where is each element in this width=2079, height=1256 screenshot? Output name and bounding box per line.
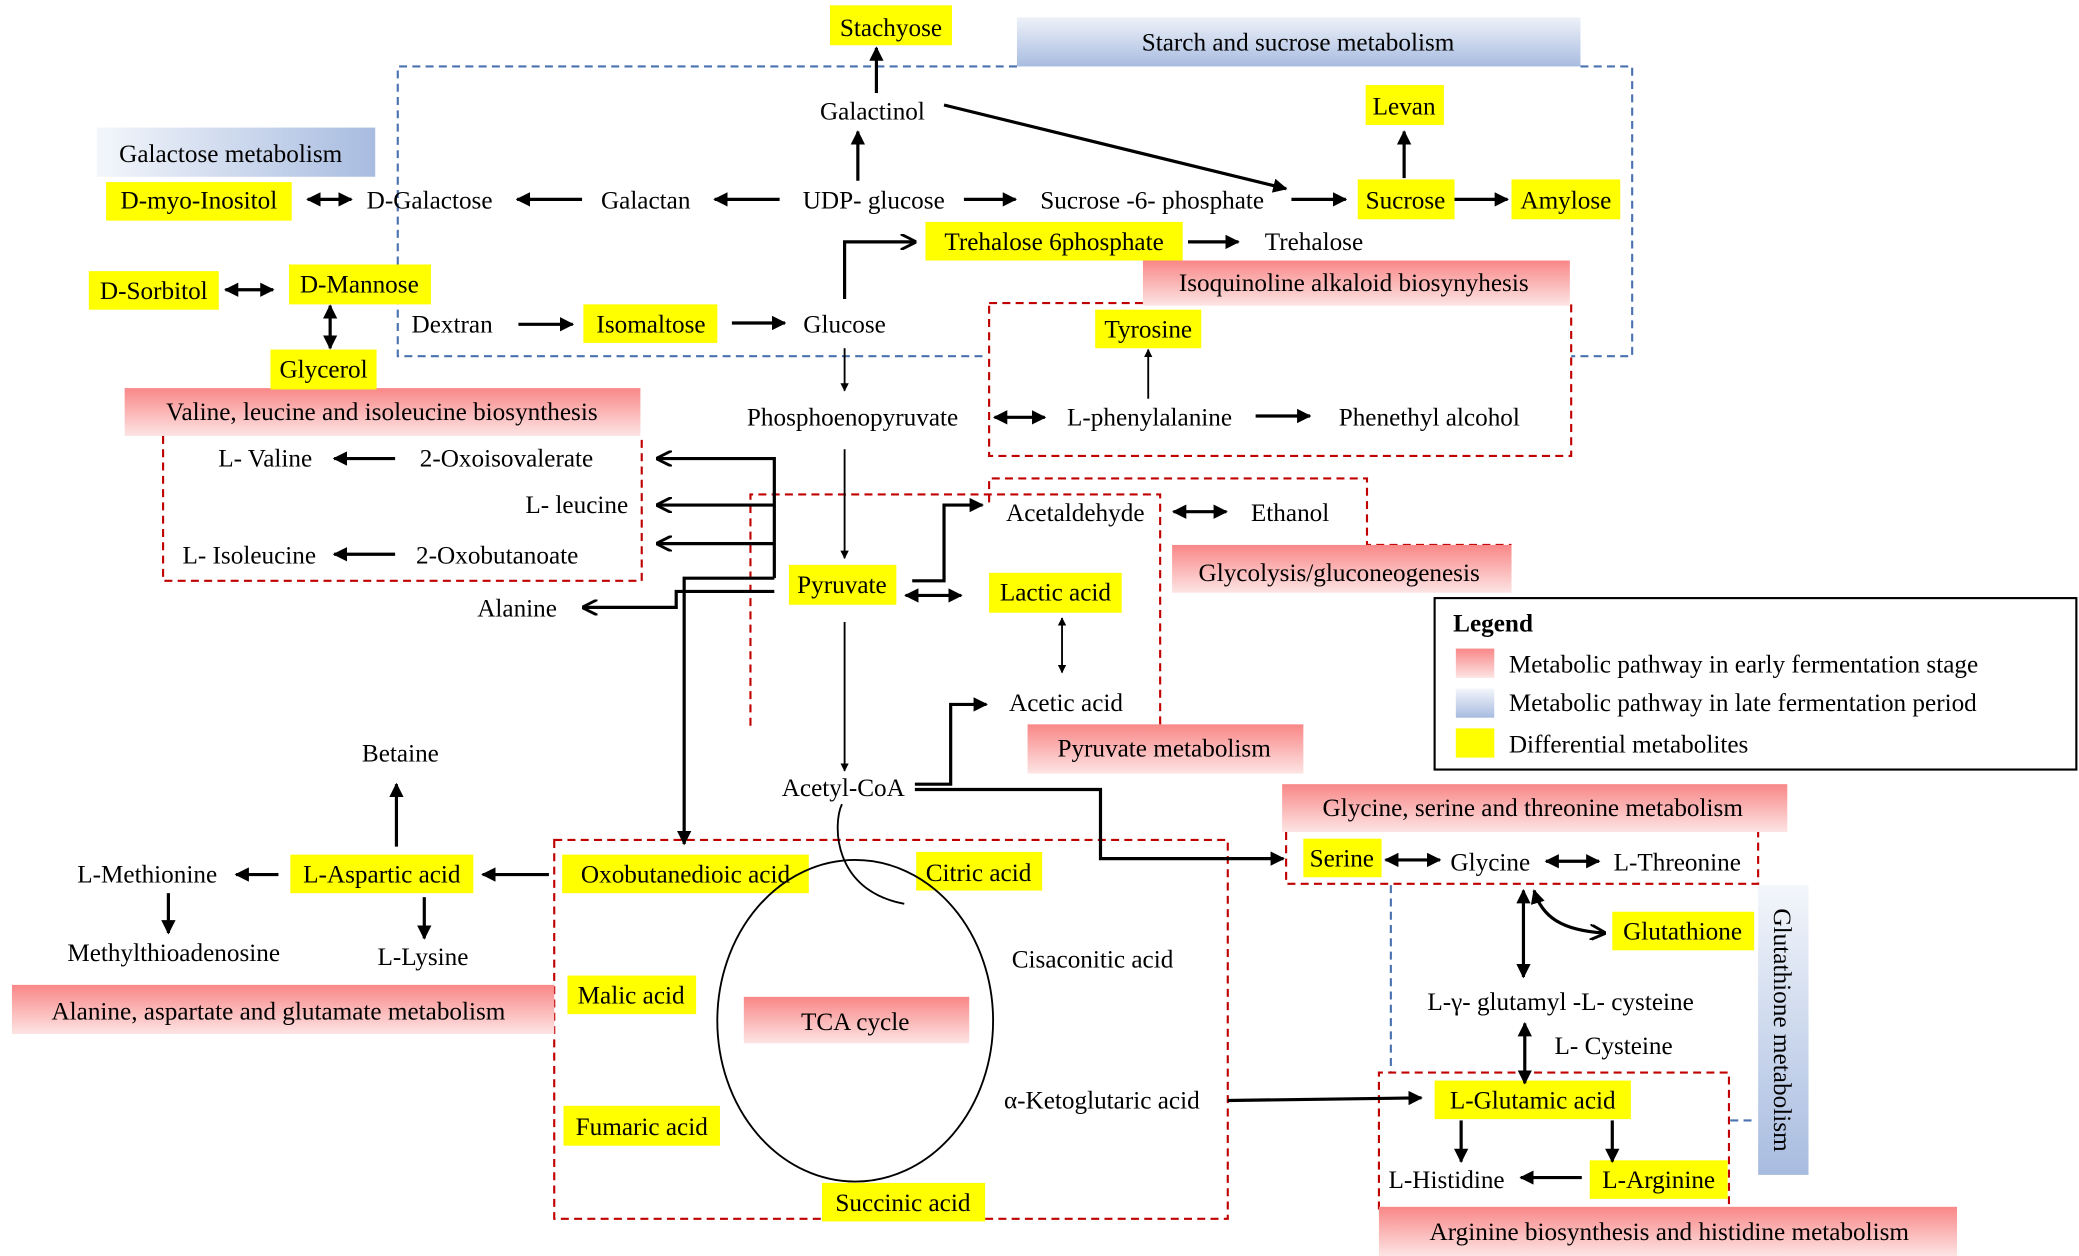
metabolite-l-methionine: L-Methionine — [77, 861, 217, 888]
metabolite-alanine: Alanine — [477, 596, 557, 623]
legend: Legend Metabolic pathway in early fermen… — [1433, 597, 2078, 771]
metabolite-betaine: Betaine — [362, 741, 439, 768]
reaction-arrows — [161, 46, 1620, 1185]
metabolite-citric-acid: Citric acid — [926, 860, 1032, 887]
metabolite-glycine: Glycine — [1450, 850, 1530, 877]
legend-title: Legend — [1453, 610, 1533, 637]
legend-label-late: Metabolic pathway in late fermentation p… — [1509, 690, 1977, 717]
glycolysis-box — [988, 477, 1512, 546]
metabolite-glycerol: Glycerol — [279, 356, 367, 383]
metabolite-l-cysteine: L- Cysteine — [1554, 1033, 1672, 1060]
metabolite-l-threonine: L-Threonine — [1614, 850, 1741, 877]
metabolite-oxobutanedioic-acid: Oxobutanedioic acid — [581, 861, 791, 888]
metabolite-cisaconitic-acid: Cisaconitic acid — [1012, 947, 1174, 974]
valine-box — [162, 435, 643, 582]
metabolite-udp-glucose: UDP- glucose — [803, 188, 945, 215]
metabolite-alpha-ketoglutaric-acid: α-Ketoglutaric acid — [1004, 1087, 1200, 1114]
metabolite-acetic-acid: Acetic acid — [1009, 690, 1123, 717]
metabolite-tyrosine: Tyrosine — [1104, 317, 1192, 344]
metabolite-d-mannose: D-Mannose — [300, 271, 419, 298]
metabolite-l-glutamic-acid: L-Glutamic acid — [1450, 1087, 1616, 1114]
metabolite-l-aspartic-acid: L-Aspartic acid — [303, 861, 461, 888]
pathway-glycine: Glycine, serine and threonine metabolism — [1323, 795, 1744, 822]
legend-swatch-highlight — [1455, 728, 1495, 758]
legend-swatch-early — [1455, 648, 1495, 678]
metabolite-acetyl-coa: Acetyl-CoA — [782, 775, 906, 802]
metabolite-l-lysine: L-Lysine — [377, 944, 468, 971]
metabolite-isomaltose: Isomaltose — [596, 311, 705, 338]
metabolite-d-myo-inositol: D-myo-Inositol — [121, 188, 278, 215]
metabolite-2-oxoisovalerate: 2-Oxoisovalerate — [420, 445, 593, 472]
metabolite-phosphoenopyruvate: Phosphoenopyruvate — [747, 404, 958, 431]
metabolite-trehalose-6-phosphate: Trehalose 6phosphate — [944, 229, 1163, 256]
glycine-box — [1285, 832, 1760, 885]
pathway-pyruvate: Pyruvate metabolism — [1057, 735, 1271, 762]
metabolite-glutathione: Glutathione — [1623, 919, 1742, 946]
metabolite-levan: Levan — [1373, 93, 1436, 120]
metabolite-succinic-acid: Succinic acid — [835, 1190, 970, 1217]
metabolite-2-oxobutanoate: 2-Oxobutanoate — [416, 543, 578, 570]
metabolite-d-galactose: D-Galactose — [367, 188, 493, 215]
metabolite-dextran: Dextran — [412, 311, 494, 338]
metabolite-acetaldehyde: Acetaldehyde — [1006, 500, 1144, 527]
pathway-isoquinoline: Isoquinoline alkaloid biosynyhesis — [1179, 270, 1529, 297]
isoquinoline-box — [988, 301, 1573, 457]
metabolite-l-valine: L- Valine — [218, 445, 312, 472]
metabolite-l-histidine: L-Histidine — [1388, 1167, 1504, 1194]
metabolite-labels: Stachyose Galactinol Levan D-myo-Inosito… — [67, 15, 1742, 1217]
metabolite-phenethyl-alcohol: Phenethyl alcohol — [1339, 404, 1520, 431]
metabolite-highlights — [88, 5, 1755, 1222]
pathway-starch-sucrose: Starch and sucrose metabolism — [1142, 29, 1455, 56]
metabolite-d-sorbitol: D-Sorbitol — [100, 278, 208, 305]
metabolite-l-gamma-glutamyl-l-cysteine: L-γ- glutamyl -L- cysteine — [1427, 989, 1693, 1016]
pathway-galactose: Galactose metabolism — [119, 141, 343, 168]
metabolite-sucrose-6-phosphate: Sucrose -6- phosphate — [1040, 188, 1264, 215]
metabolite-l-arginine: L-Arginine — [1602, 1167, 1715, 1194]
legend-label-early: Metabolic pathway in early fermentation … — [1509, 651, 1978, 678]
legend-frame — [1433, 597, 2078, 771]
pathway-valine: Valine, leucine and isoleucine biosynthe… — [166, 399, 598, 426]
metabolite-stachyose: Stachyose — [840, 15, 942, 42]
pathway-arginine: Arginine biosynthesis and histidine meta… — [1430, 1219, 1910, 1246]
pathway-labels: Starch and sucrose metabolism Galactose … — [11, 17, 1958, 1256]
legend-swatch-late — [1455, 688, 1495, 718]
metabolite-l-phenylalanine: L-phenylalanine — [1067, 404, 1232, 431]
metabolite-galactan: Galactan — [601, 188, 691, 215]
metabolite-malic-acid: Malic acid — [578, 982, 685, 1009]
metabolite-serine: Serine — [1310, 846, 1374, 873]
pathway-glycolysis: Glycolysis/gluconeogenesis — [1199, 560, 1480, 587]
metabolite-methylthioadenosine: Methylthioadenosine — [67, 940, 280, 967]
glutathione-box — [1389, 885, 1757, 1122]
pathway-alanine: Alanine, aspartate and glutamate metabol… — [51, 998, 505, 1025]
metabolite-l-isoleucine: L- Isoleucine — [182, 543, 316, 570]
metabolite-pyruvate: Pyruvate — [797, 572, 887, 599]
metabolite-fumaric-acid: Fumaric acid — [576, 1114, 709, 1141]
metabolite-sucrose: Sucrose — [1366, 188, 1446, 215]
pathway-glutathione: Glutathione metabolism — [1768, 908, 1795, 1152]
pathway-tca: TCA cycle — [801, 1009, 909, 1036]
metabolite-galactinol: Galactinol — [820, 99, 925, 126]
metabolite-l-leucine: L- leucine — [525, 492, 628, 519]
metabolite-ethanol: Ethanol — [1251, 500, 1329, 527]
starch-sucrose-box — [396, 65, 1634, 358]
metabolite-glucose: Glucose — [803, 311, 886, 338]
metabolite-amylose: Amylose — [1520, 188, 1611, 215]
arginine-box — [1377, 1071, 1731, 1210]
legend-label-highlight: Differential metabolites — [1509, 731, 1748, 758]
metabolite-trehalose: Trehalose — [1265, 229, 1363, 256]
metabolite-lactic-acid: Lactic acid — [1000, 580, 1112, 607]
